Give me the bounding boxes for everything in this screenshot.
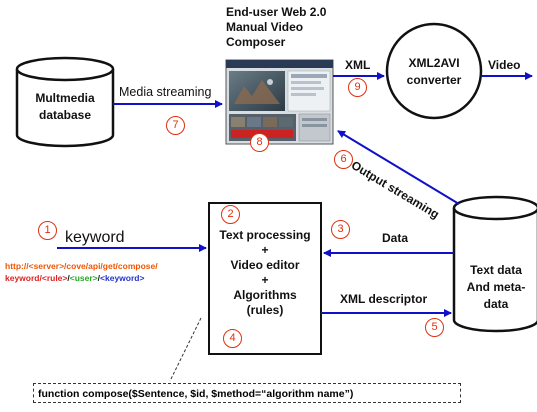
xml2avi-label: XML2AVI converter xyxy=(387,55,481,89)
step-8-badge: 8 xyxy=(250,133,269,152)
step-4-badge: 4 xyxy=(223,329,242,348)
step-5-badge: 5 xyxy=(425,318,444,337)
xml2avi-line1: XML2AVI xyxy=(408,56,460,70)
processing-line2: Video editor xyxy=(230,258,300,272)
multimedia-database-line1: Multmedia xyxy=(35,91,95,105)
processing-plus1: + xyxy=(261,243,269,257)
multimedia-database-cylinder xyxy=(15,56,115,148)
processing-box xyxy=(208,202,322,355)
processing-line1: Text processing xyxy=(219,228,311,242)
callout-connector xyxy=(169,317,202,382)
text-data-line1: Text data xyxy=(470,263,522,277)
composer-title-line2: Manual Video xyxy=(226,20,304,34)
step-9-badge: 9 xyxy=(348,78,367,97)
xml2avi-converter-circle xyxy=(385,22,483,120)
url-path: http://<server>/cove/api/get/compose/ xyxy=(5,261,158,271)
composer-title: End-user Web 2.0 Manual Video Composer xyxy=(226,5,326,50)
step-7-badge: 7 xyxy=(166,116,185,135)
url-slash-2: / xyxy=(97,273,101,283)
compose-function-signature: function compose($Sentence, $id, $method… xyxy=(33,383,461,403)
url-slash-1: / xyxy=(67,273,70,283)
multimedia-database-label: Multmedia database xyxy=(17,90,113,124)
step-6-badge: 6 xyxy=(334,150,353,169)
text-data-label: Text data And meta- data xyxy=(456,262,536,313)
step-3-badge: 3 xyxy=(331,220,350,239)
video-label: Video xyxy=(488,58,521,72)
processing-line4: (rules) xyxy=(246,303,284,317)
composer-title-line1: End-user Web 2.0 xyxy=(226,5,327,19)
processing-plus2: + xyxy=(261,273,269,287)
xml-label: XML xyxy=(345,58,371,72)
url-rule: <rule> xyxy=(41,273,68,283)
video-composer-screenshot xyxy=(225,59,334,145)
url-keyword-segment: keyword/ xyxy=(5,273,42,283)
text-data-line2: And meta- xyxy=(466,280,526,294)
text-data-line3: data xyxy=(483,297,509,311)
arrow-output-streaming xyxy=(337,130,460,205)
xml2avi-line2: converter xyxy=(406,73,462,87)
text-data-cylinder xyxy=(452,195,537,333)
arrows xyxy=(57,72,533,317)
keyword-label: keyword xyxy=(65,229,125,246)
composer-title-line3: Composer xyxy=(226,35,286,49)
step-2-badge: 2 xyxy=(221,205,240,224)
media-streaming-label: Media streaming xyxy=(119,85,212,99)
url-keyword: <keyword> xyxy=(100,273,145,283)
url-user: <user> xyxy=(69,273,98,283)
processing-line3: Algorithms xyxy=(233,288,297,302)
compose-api-url: http://<server>/cove/api/get/compose/ ke… xyxy=(5,260,158,284)
xml-descriptor-label: XML descriptor xyxy=(340,292,428,306)
processing-label: Text processing + Video editor + Algorit… xyxy=(209,228,321,318)
step-1-badge: 1 xyxy=(38,221,57,240)
multimedia-database-line2: database xyxy=(38,108,92,122)
data-label: Data xyxy=(382,231,409,245)
